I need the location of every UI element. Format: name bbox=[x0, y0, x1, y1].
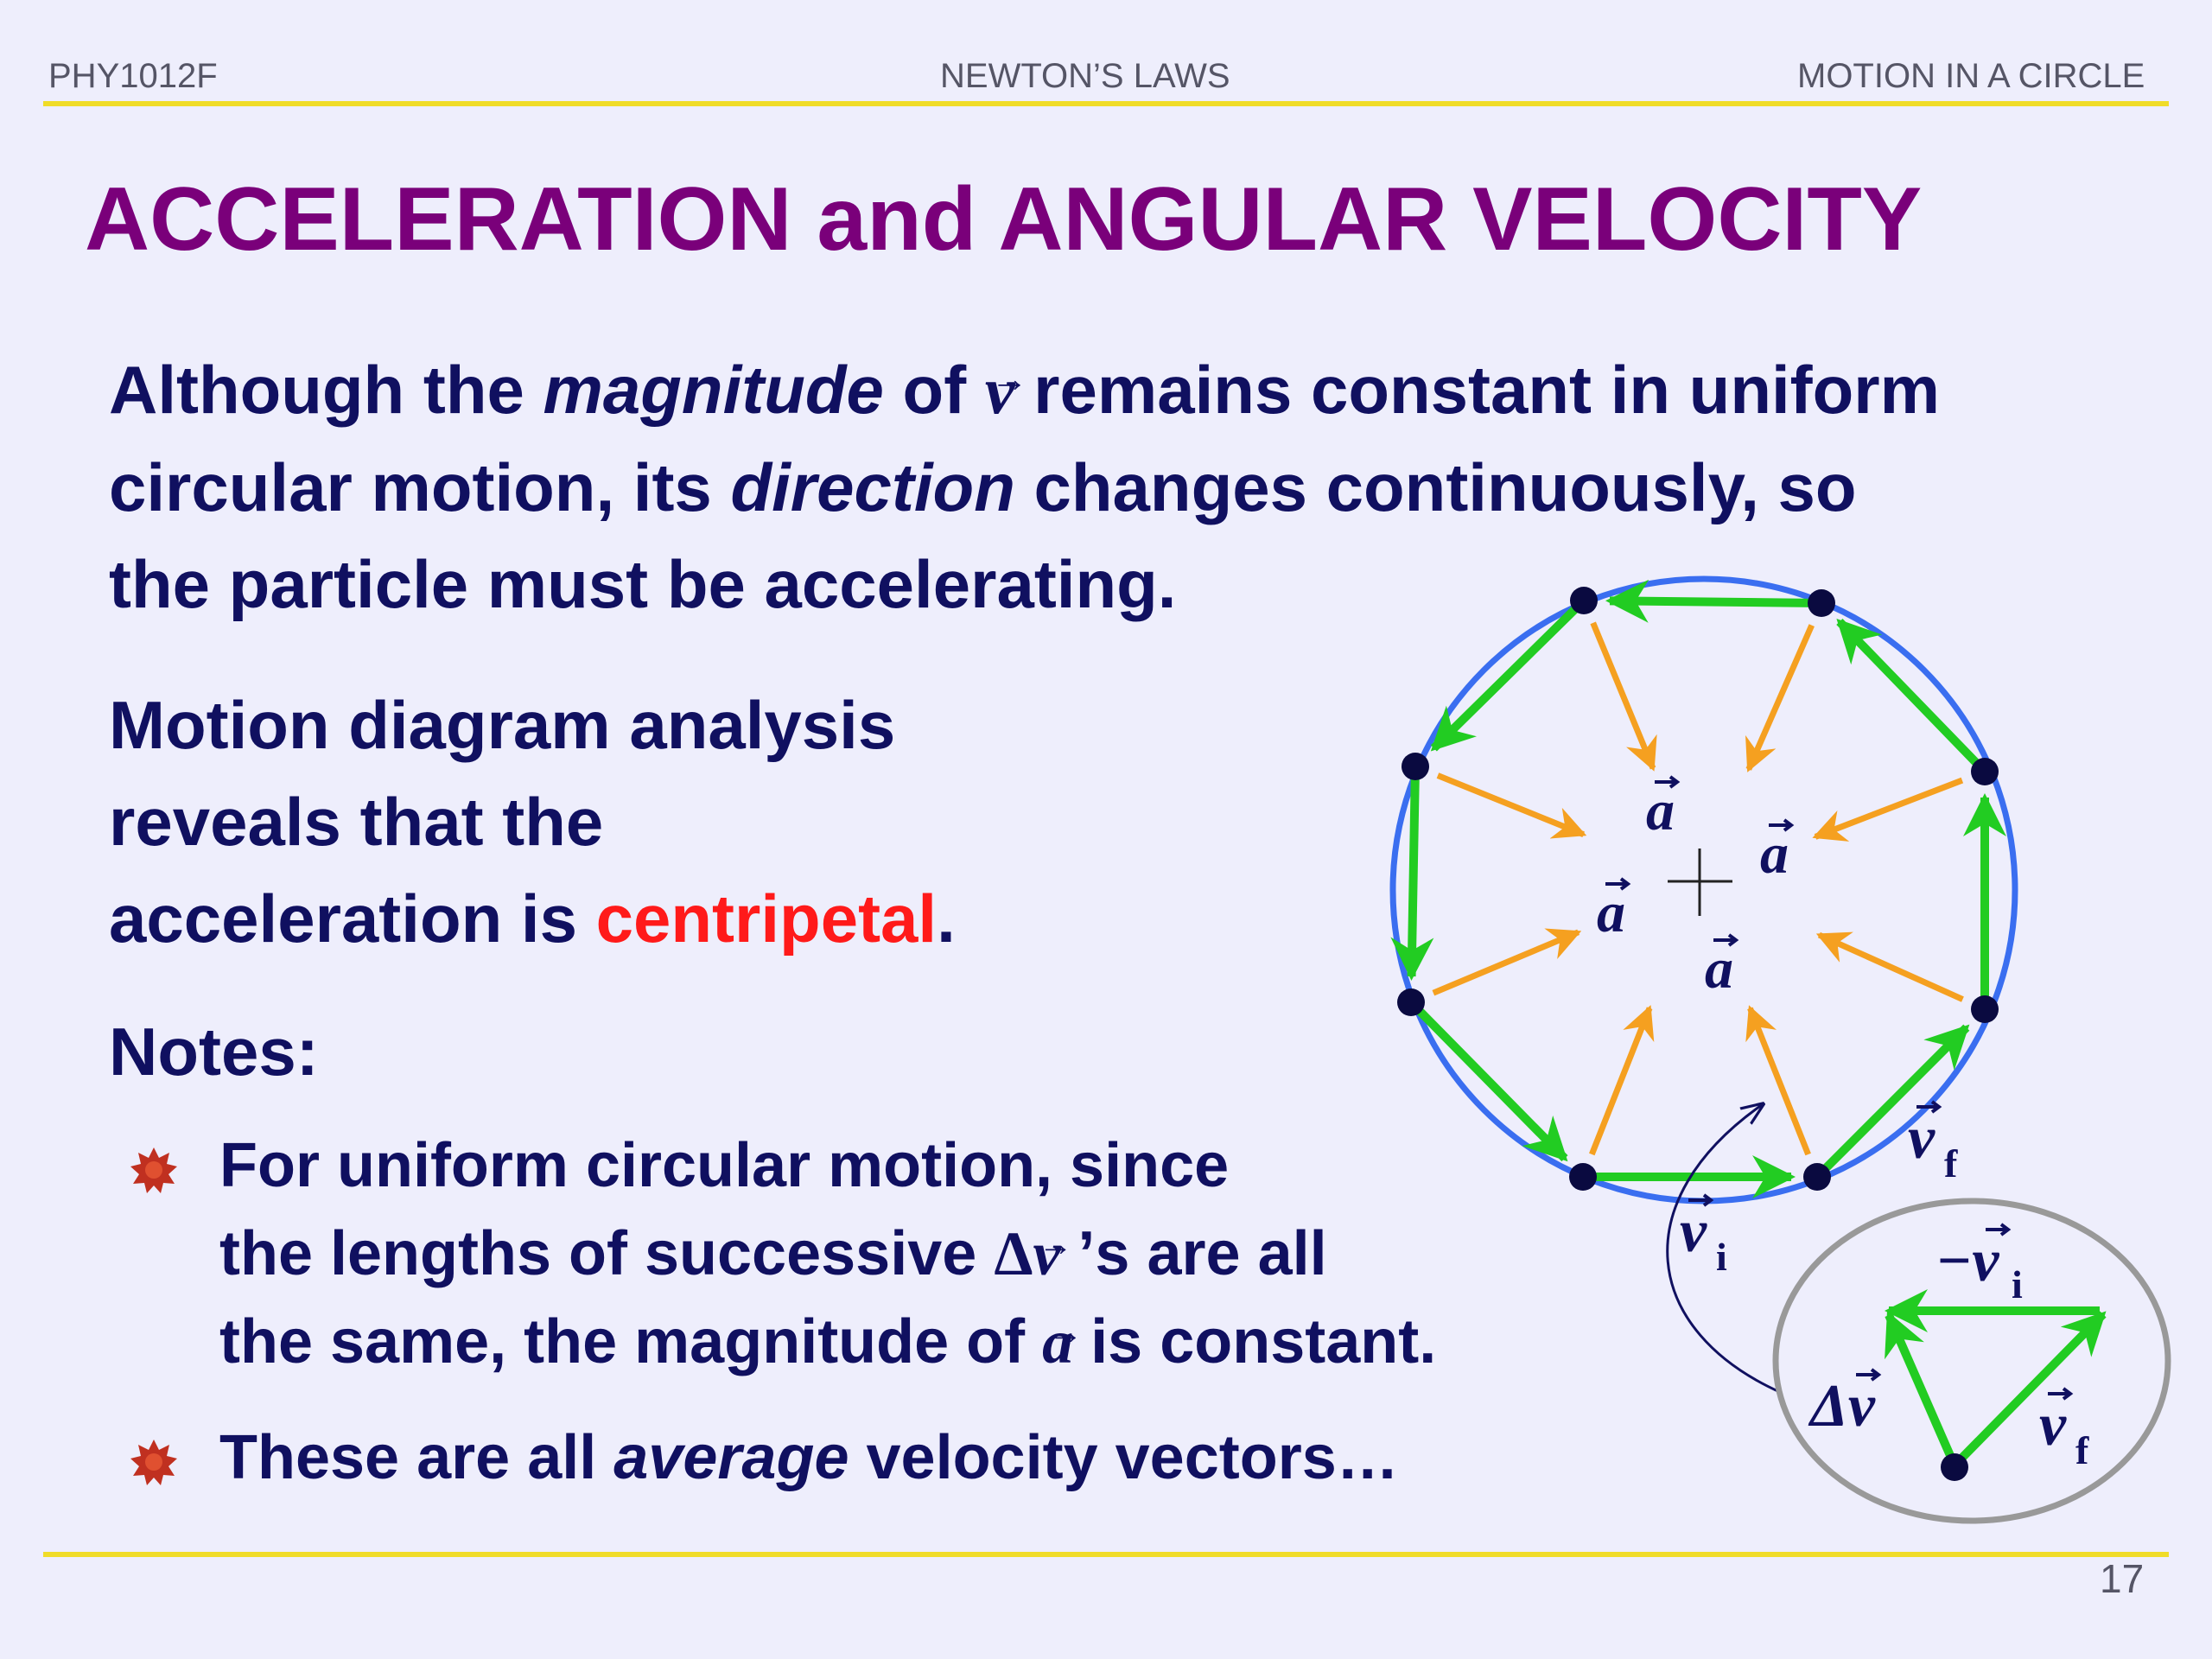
vf-label: v bbox=[1908, 1105, 1936, 1172]
neg-vi-label: −v bbox=[1936, 1228, 1999, 1294]
velocity-vectors bbox=[1390, 579, 2006, 1198]
neg-vi-vector-arrow bbox=[1986, 1223, 2012, 1236]
delta-v-label: Δv bbox=[1808, 1373, 1876, 1440]
velocity-arrow bbox=[1390, 766, 1434, 982]
acceleration-arrow bbox=[1812, 777, 1964, 842]
inset-vf-subscript: f bbox=[2075, 1428, 2089, 1472]
acceleration-arrow bbox=[1590, 621, 1657, 772]
inset-vf-label: v bbox=[2039, 1392, 2067, 1459]
acceleration-arrow bbox=[1815, 931, 1964, 1002]
accel-label-top: a bbox=[1646, 779, 1675, 842]
intro-line-3: the particle must be accelerating. bbox=[109, 546, 1177, 622]
acceleration-arrow bbox=[1436, 772, 1587, 839]
intro-paragraph: Although the magnitude of v remains cons… bbox=[109, 332, 1940, 632]
particle-position-point bbox=[1971, 995, 1999, 1023]
inset-vectors bbox=[1885, 1289, 2107, 1469]
starburst-bullet-icon bbox=[130, 1440, 177, 1485]
section-name: NEWTON’S LAWS bbox=[940, 57, 1230, 95]
vi-label: v bbox=[1680, 1198, 1707, 1265]
vector-subtraction-inset bbox=[1772, 1198, 2171, 1524]
analysis-paragraph: Motion diagram analysis reveals that the… bbox=[109, 687, 956, 957]
neg-vi-subscript: i bbox=[2012, 1262, 2023, 1306]
intro-line-2: circular motion, its direction changes c… bbox=[109, 449, 1857, 525]
particle-position-point bbox=[1569, 1163, 1597, 1191]
acceleration-vectors bbox=[1432, 621, 1964, 1156]
velocity-arrow bbox=[1605, 579, 1822, 623]
acceleration-arrow bbox=[1745, 624, 1815, 772]
accel-label-left: a bbox=[1597, 881, 1625, 944]
acceleration-arrow bbox=[1589, 1005, 1655, 1156]
acceleration-arrow bbox=[1432, 928, 1582, 996]
acceleration-arrow bbox=[1745, 1005, 1811, 1156]
particle-position-point bbox=[1570, 587, 1598, 614]
topic-name: MOTION IN A CIRCLE bbox=[1797, 57, 2145, 95]
inset-vf-vector-arrow bbox=[2048, 1387, 2074, 1401]
particle-position-point bbox=[1971, 758, 1999, 785]
footer-rule bbox=[43, 1552, 2169, 1557]
center-cross bbox=[1668, 849, 1732, 916]
vi-subscript: i bbox=[1716, 1235, 1727, 1279]
inset-origin-point bbox=[1941, 1453, 1968, 1481]
starburst-bullet-icon bbox=[130, 1147, 177, 1193]
particle-position-point bbox=[1808, 589, 1835, 617]
velocity-arrow bbox=[1814, 1024, 1970, 1180]
delta-v-vector-arrow bbox=[1856, 1368, 1882, 1382]
particle-position-point bbox=[1803, 1163, 1831, 1191]
header-rule bbox=[43, 101, 2169, 106]
accel-label-bottom: a bbox=[1705, 938, 1733, 1001]
particle-position-point bbox=[1397, 988, 1425, 1016]
vf-subscript: f bbox=[1944, 1141, 1958, 1185]
accel-label-right: a bbox=[1760, 823, 1789, 886]
notes-heading: Notes: bbox=[109, 1014, 319, 1090]
bullet-2-text: These are all average velocity vectors… bbox=[219, 1423, 1399, 1492]
pointer-curve-arrow bbox=[1666, 1104, 1783, 1395]
centripetal-highlight: centripetal bbox=[595, 880, 938, 957]
velocity-arrow bbox=[1836, 618, 1988, 775]
particle-position-point bbox=[1402, 753, 1429, 780]
velocity-arrow bbox=[1408, 999, 1568, 1162]
course-code: PHY1012F bbox=[48, 57, 218, 95]
bullet-1-text: For uniform circular motion, since the l… bbox=[219, 1122, 1436, 1386]
accel-label-arrows bbox=[1605, 775, 1795, 947]
page-number: 17 bbox=[2100, 1556, 2145, 1601]
velocity-arrow bbox=[1430, 597, 1587, 752]
vi-vector-arrow bbox=[1688, 1193, 1714, 1207]
slide-title: ACCELERATION and ANGULAR VELOCITY bbox=[85, 169, 1923, 270]
vf-vector-arrow bbox=[1916, 1100, 1942, 1114]
particle-positions bbox=[1397, 587, 1999, 1191]
velocity-vector-symbol: v bbox=[985, 332, 1027, 439]
intro-line-1: Although the magnitude of v remains cons… bbox=[109, 332, 1940, 439]
